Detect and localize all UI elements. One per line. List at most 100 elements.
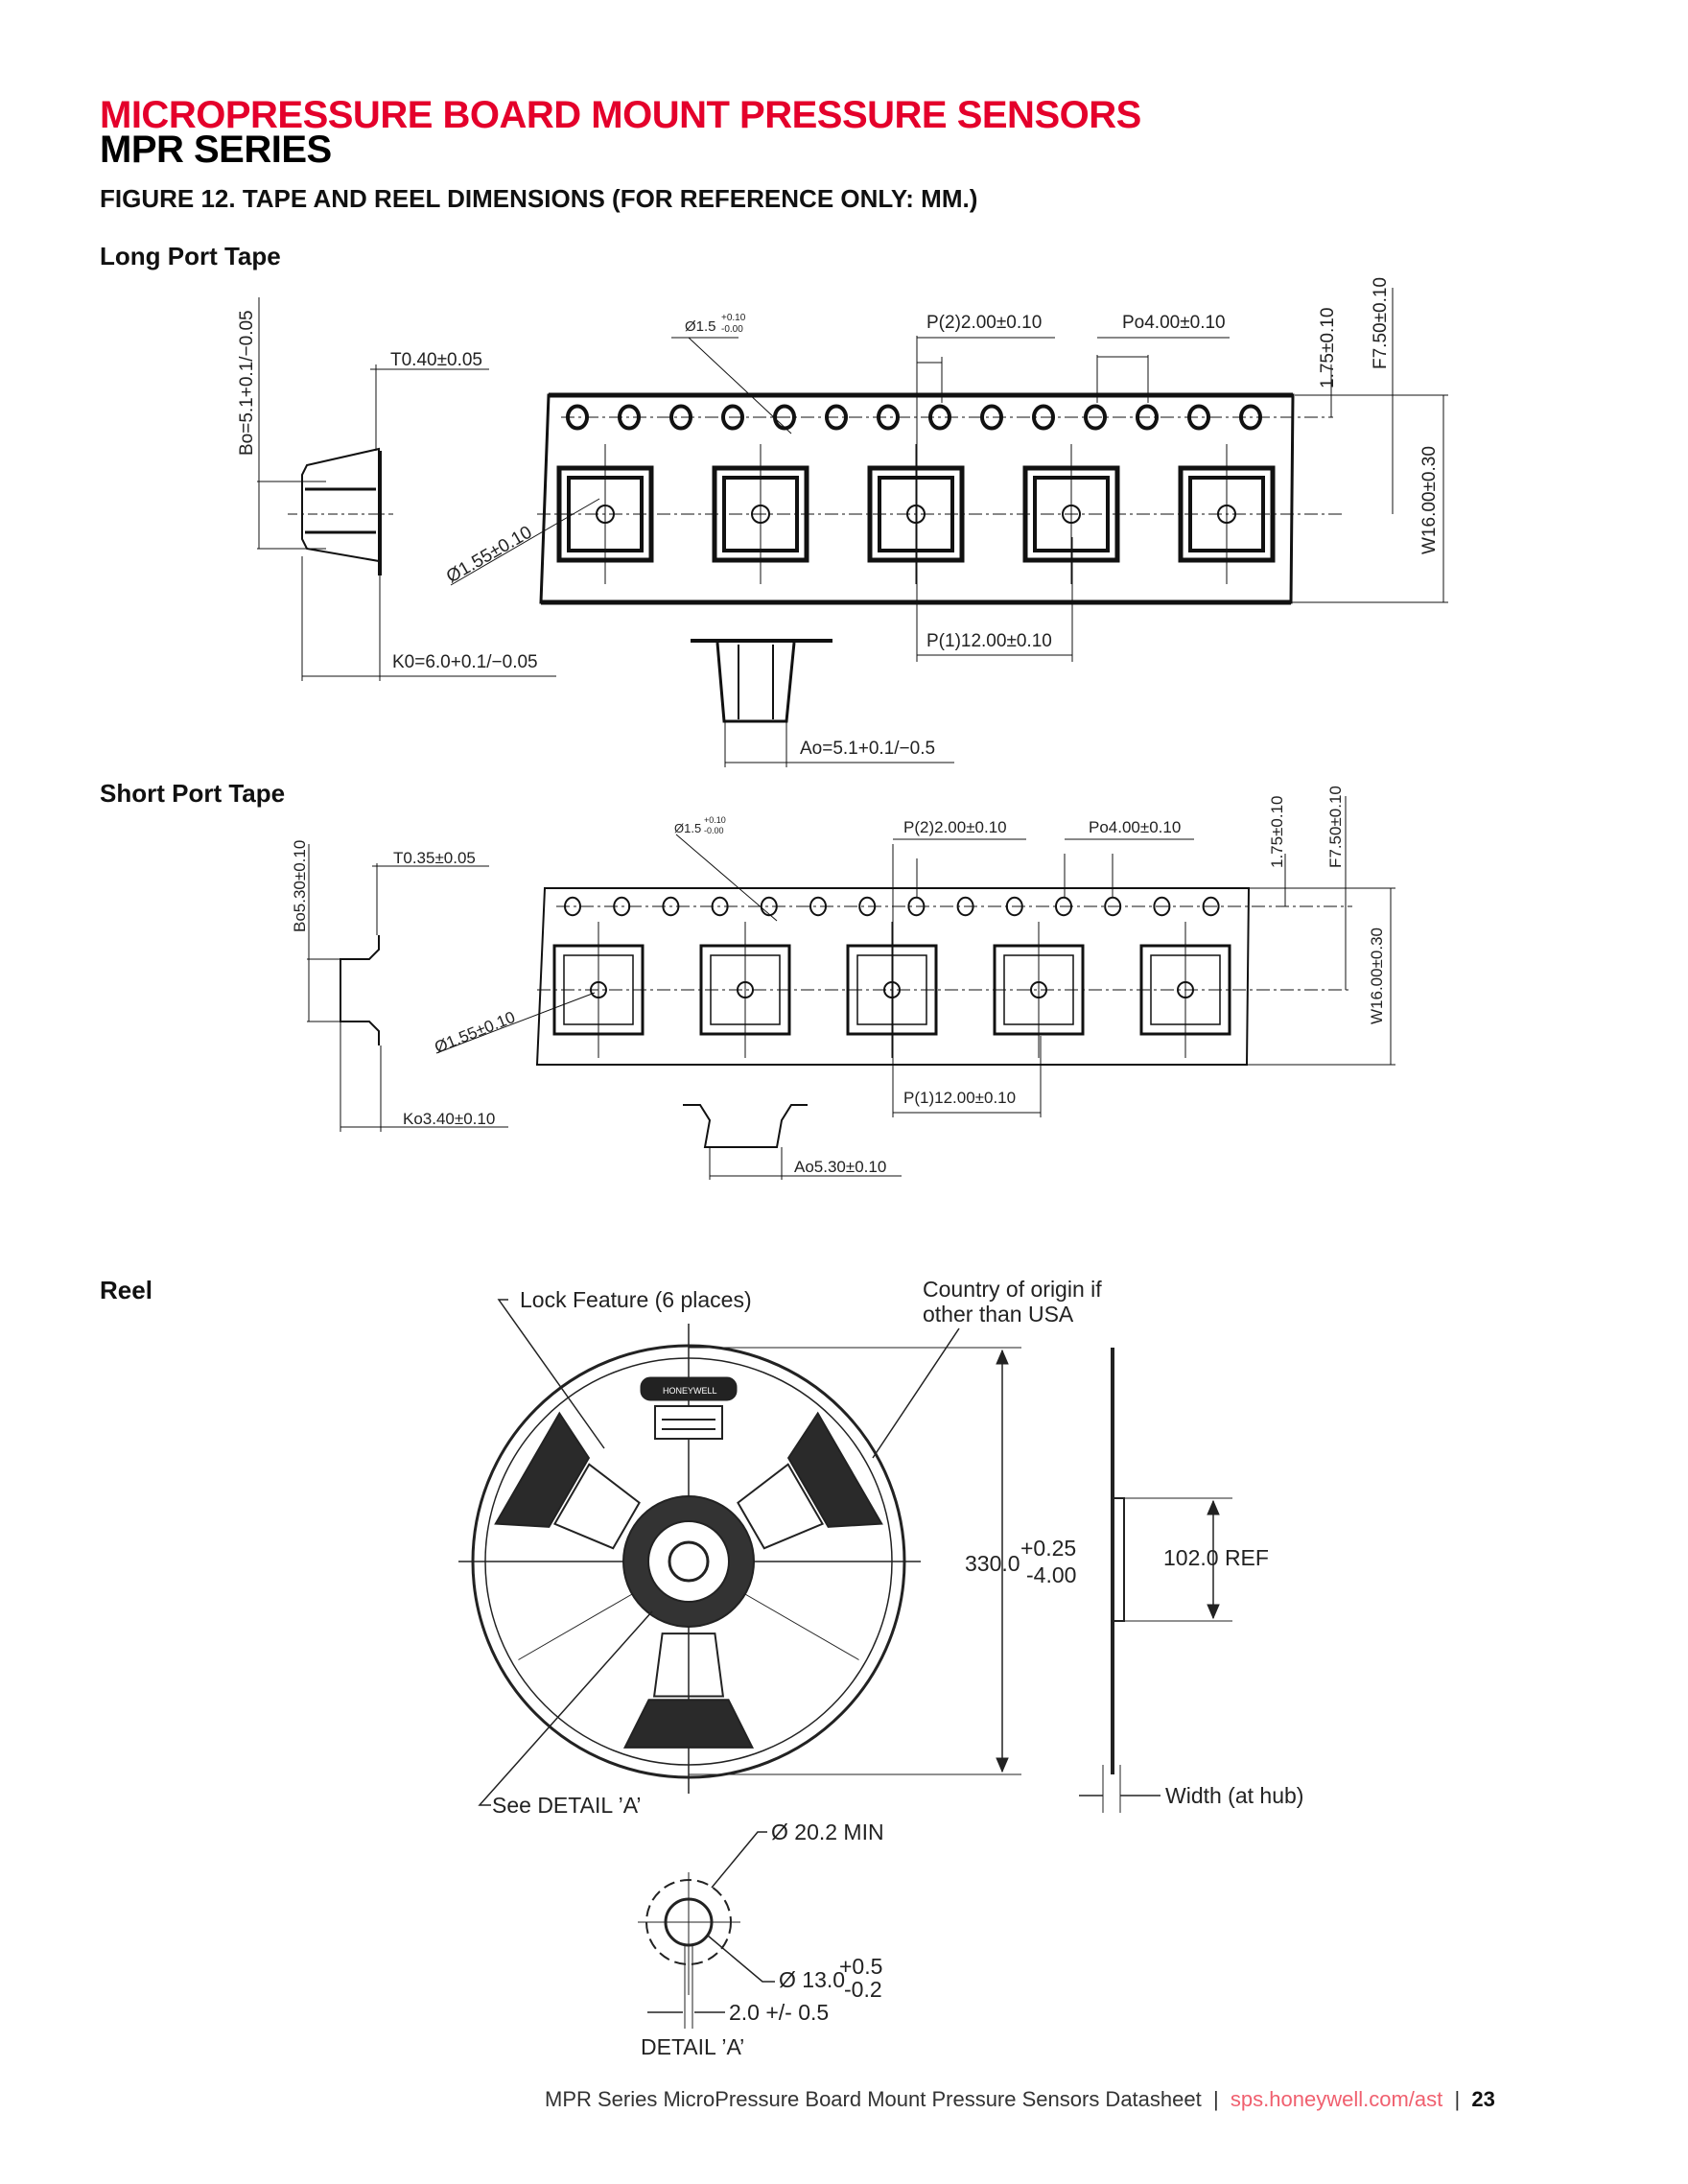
see-detail-label: See DETAIL ’A’ bbox=[492, 1793, 642, 1818]
dim-f: F7.50±0.10 bbox=[1371, 277, 1391, 369]
long-port-dimension-labels: Bo=5.1+0.1/−0.05 T0.40±0.05 Ø1.5 +0.10 -… bbox=[237, 277, 1440, 759]
component-pockets bbox=[556, 444, 1276, 584]
sprocket-hole bbox=[825, 404, 848, 431]
sprocket-hole bbox=[566, 404, 589, 431]
sprocket-hole bbox=[877, 404, 900, 431]
sprocket-hole bbox=[1239, 404, 1262, 431]
spoke bbox=[744, 1593, 859, 1660]
footer-link[interactable]: sps.honeywell.com/ast bbox=[1230, 2087, 1443, 2111]
dim-ao: Ao5.30±0.10 bbox=[794, 1158, 886, 1176]
detail-slot: 2.0 +/- 0.5 bbox=[729, 2000, 829, 2025]
detail-bore: Ø 13.0 bbox=[779, 1967, 845, 1992]
document-title: MICROPRESSURE BOARD MOUNT PRESSURE SENSO… bbox=[100, 94, 1141, 136]
dim-w: W16.00±0.30 bbox=[1419, 446, 1440, 554]
dim-hole-tol-plus: +0.10 bbox=[721, 313, 746, 323]
sprocket-hole bbox=[928, 404, 951, 431]
dim-p1: P(1)12.00±0.10 bbox=[926, 631, 1052, 651]
dim-hole-tol-minus: -0.00 bbox=[704, 826, 724, 835]
sprocket-hole bbox=[1032, 404, 1055, 431]
sprocket-hole bbox=[662, 896, 680, 917]
reel-spokes bbox=[494, 1365, 883, 1749]
detail-min-dia: Ø 20.2 MIN bbox=[771, 1820, 884, 1844]
spoke bbox=[518, 1593, 633, 1660]
country-origin-line1: Country of origin if bbox=[923, 1277, 1102, 1302]
dim-bo: Bo=5.1+0.1/−0.05 bbox=[237, 310, 257, 456]
reel-diameter: 330.0 bbox=[965, 1551, 1020, 1576]
sprocket-hole bbox=[773, 404, 796, 431]
lock-feature-pad bbox=[494, 1411, 591, 1528]
reel-window bbox=[652, 1632, 725, 1698]
sprocket-hole bbox=[809, 896, 827, 917]
sprocket-hole bbox=[721, 404, 744, 431]
component-pockets bbox=[552, 922, 1231, 1058]
sprocket-holes bbox=[564, 896, 1220, 917]
series-title: MPR SERIES bbox=[100, 129, 332, 171]
dim-p2: P(2)2.00±0.10 bbox=[903, 818, 1007, 836]
sprocket-hole bbox=[907, 896, 926, 917]
dim-f: F7.50±0.10 bbox=[1326, 786, 1345, 868]
dim-e: 1.75±0.10 bbox=[1318, 308, 1338, 388]
dim-w: W16.00±0.30 bbox=[1368, 928, 1386, 1024]
reel-diameter-plus: +0.25 bbox=[1020, 1536, 1076, 1561]
sprocket-hole bbox=[1136, 404, 1159, 431]
sprocket-hole bbox=[564, 896, 581, 917]
short-port-dimension-labels: Bo5.30±0.10 T0.35±0.05 Ø1.5 +0.10 -0.00 … bbox=[291, 786, 1386, 1176]
hub-ref-dim: 102.0 REF bbox=[1163, 1545, 1269, 1570]
reel-window bbox=[552, 1463, 641, 1550]
sprocket-hole bbox=[613, 896, 631, 917]
reel-labels: Lock Feature (6 places) Country of origi… bbox=[492, 1277, 1303, 2059]
lock-feature-pad bbox=[786, 1411, 883, 1528]
dim-t: T0.40±0.05 bbox=[390, 350, 482, 370]
footer-separator: | bbox=[1212, 2087, 1219, 2111]
dim-hole-tol-minus: -0.00 bbox=[721, 324, 743, 335]
dim-hole: Ø1.5 bbox=[685, 318, 716, 335]
dim-p2: P(2)2.00±0.10 bbox=[926, 313, 1042, 333]
dim-ao: Ao=5.1+0.1/−0.5 bbox=[800, 739, 935, 759]
lock-feature-pad bbox=[622, 1699, 755, 1749]
sprocket-hole bbox=[760, 896, 778, 917]
dim-po: Po4.00±0.10 bbox=[1122, 313, 1226, 333]
sprocket-hole bbox=[1187, 404, 1210, 431]
country-origin-line2: other than USA bbox=[923, 1302, 1074, 1327]
footer-separator: | bbox=[1454, 2087, 1461, 2111]
sprocket-hole bbox=[980, 404, 1003, 431]
dim-ko: Ko3.40±0.10 bbox=[403, 1110, 495, 1128]
reel-logo-text: HONEYWELL bbox=[663, 1386, 717, 1396]
dim-po: Po4.00±0.10 bbox=[1089, 818, 1181, 836]
reel-heading: Reel bbox=[100, 1276, 152, 1304]
sprocket-hole bbox=[1104, 896, 1122, 917]
footer-doc-title: MPR Series MicroPressure Board Mount Pre… bbox=[545, 2087, 1202, 2111]
reel-diameter-minus: -4.00 bbox=[1026, 1562, 1076, 1587]
reel-drawing bbox=[458, 1299, 1232, 2029]
dim-bo: Bo5.30±0.10 bbox=[291, 840, 309, 932]
sprocket-holes bbox=[566, 404, 1262, 431]
long-port-tape-drawing bbox=[257, 288, 1448, 767]
figure-title: FIGURE 12. TAPE AND REEL DIMENSIONS (FOR… bbox=[100, 184, 978, 213]
sprocket-hole bbox=[1202, 896, 1220, 917]
reel-window bbox=[737, 1463, 825, 1550]
detail-bore-minus: -0.2 bbox=[844, 1977, 882, 2002]
dim-t: T0.35±0.05 bbox=[393, 849, 476, 867]
page-footer: MPR Series MicroPressure Board Mount Pre… bbox=[545, 2087, 1495, 2112]
sprocket-hole bbox=[1055, 896, 1072, 917]
dim-e: 1.75±0.10 bbox=[1268, 795, 1286, 868]
sprocket-hole bbox=[1153, 896, 1171, 917]
detail-label: DETAIL ’A’ bbox=[641, 2034, 744, 2059]
dim-hole: Ø1.5 bbox=[674, 821, 701, 835]
dim-hole-tol-plus: +0.10 bbox=[704, 815, 726, 825]
dim-p1: P(1)12.00±0.10 bbox=[903, 1089, 1016, 1107]
dim-pocket-hole: Ø1.55±0.10 bbox=[443, 523, 535, 588]
sprocket-hole bbox=[956, 896, 974, 917]
dim-pocket-hole: Ø1.55±0.10 bbox=[432, 1008, 517, 1057]
sprocket-hole bbox=[1084, 404, 1107, 431]
detail-bore-plus: +0.5 bbox=[839, 1954, 882, 1979]
short-port-heading: Short Port Tape bbox=[100, 779, 286, 808]
page-number: 23 bbox=[1471, 2087, 1495, 2111]
sprocket-hole bbox=[711, 896, 729, 917]
sprocket-hole bbox=[858, 896, 877, 917]
sprocket-hole bbox=[618, 404, 641, 431]
sprocket-hole bbox=[669, 404, 692, 431]
short-port-tape-drawing bbox=[307, 796, 1395, 1180]
lock-feature-label: Lock Feature (6 places) bbox=[520, 1287, 752, 1312]
